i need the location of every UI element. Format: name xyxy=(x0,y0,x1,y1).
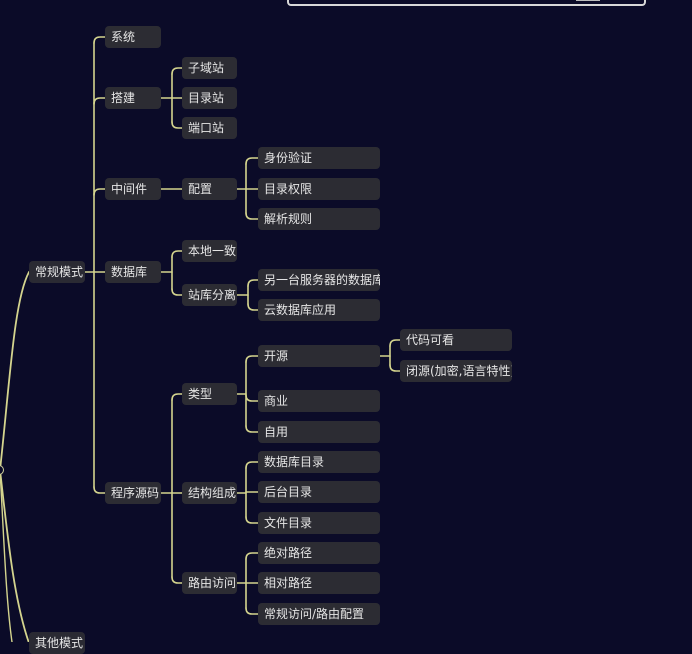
node-cloud-db[interactable]: 云数据库应用 xyxy=(258,299,380,321)
connector-line xyxy=(171,250,183,258)
node-self-use[interactable]: 自用 xyxy=(258,421,380,443)
node-code-visible[interactable]: 代码可看 xyxy=(400,329,512,351)
connector-line xyxy=(245,552,259,560)
node-regular-access-route-config[interactable]: 常规访问/路由配置 xyxy=(258,603,380,625)
window-frame-mark xyxy=(576,0,600,1)
node-regular-mode[interactable]: 常规模式 xyxy=(29,261,85,283)
connector-line xyxy=(171,576,183,584)
node-structure[interactable]: 结构组成 xyxy=(182,482,237,504)
node-file-directory[interactable]: 文件目录 xyxy=(258,512,380,534)
node-other-mode[interactable]: 其他模式 xyxy=(29,632,85,654)
connector-line xyxy=(93,36,106,44)
node-commercial[interactable]: 商业 xyxy=(258,390,380,412)
connector-line xyxy=(247,279,259,287)
connector-line xyxy=(245,355,259,363)
connector-line xyxy=(389,364,401,372)
node-absolute-path[interactable]: 绝对路径 xyxy=(258,542,380,564)
node-local-same[interactable]: 本地一致 xyxy=(182,240,237,262)
connector-line xyxy=(171,121,183,129)
connector-line xyxy=(245,157,259,165)
node-subdomain-site[interactable]: 子域站 xyxy=(182,57,237,79)
node-relative-path[interactable]: 相对路径 xyxy=(258,572,380,594)
node-dir-permission[interactable]: 目录权限 xyxy=(258,178,380,200)
connector-line xyxy=(245,461,259,469)
node-site-db-separation[interactable]: 站库分离 xyxy=(182,284,237,306)
node-database[interactable]: 数据库 xyxy=(105,261,161,283)
connector-line xyxy=(93,97,106,105)
connector-line xyxy=(171,393,183,401)
node-config[interactable]: 配置 xyxy=(182,178,237,200)
node-port-site[interactable]: 端口站 xyxy=(182,117,237,139)
node-source-code[interactable]: 程序源码 xyxy=(105,482,161,504)
node-db-directory[interactable]: 数据库目录 xyxy=(258,451,380,473)
connector-line xyxy=(93,486,106,494)
connector-line xyxy=(389,339,401,347)
node-parse-rule[interactable]: 解析规则 xyxy=(258,208,380,230)
window-frame-edge xyxy=(287,0,646,6)
node-build[interactable]: 搭建 xyxy=(105,87,161,109)
node-route-access[interactable]: 路由访问 xyxy=(182,572,237,594)
connector-line xyxy=(245,607,259,615)
node-auth[interactable]: 身份验证 xyxy=(258,147,380,169)
node-system[interactable]: 系统 xyxy=(105,26,161,48)
node-directory-site[interactable]: 目录站 xyxy=(182,87,237,109)
connector-line xyxy=(0,271,30,471)
node-admin-directory[interactable]: 后台目录 xyxy=(258,481,380,503)
node-closed-source[interactable]: 闭源(加密,语言特性) xyxy=(400,360,512,382)
connector-line xyxy=(247,303,259,311)
connector-line xyxy=(245,516,259,524)
connector-line xyxy=(245,394,259,402)
connector-line xyxy=(245,425,259,433)
connector-line xyxy=(171,67,183,75)
node-other-server-db[interactable]: 另一台服务器的数据库 xyxy=(258,269,380,291)
connector-line xyxy=(171,288,183,296)
node-middleware[interactable]: 中间件 xyxy=(105,178,161,200)
connector-line xyxy=(93,188,106,196)
connector-line xyxy=(245,212,259,220)
connector-line xyxy=(0,469,13,642)
node-type[interactable]: 类型 xyxy=(182,383,237,405)
node-open-source[interactable]: 开源 xyxy=(258,345,380,367)
connector-line xyxy=(0,469,30,642)
